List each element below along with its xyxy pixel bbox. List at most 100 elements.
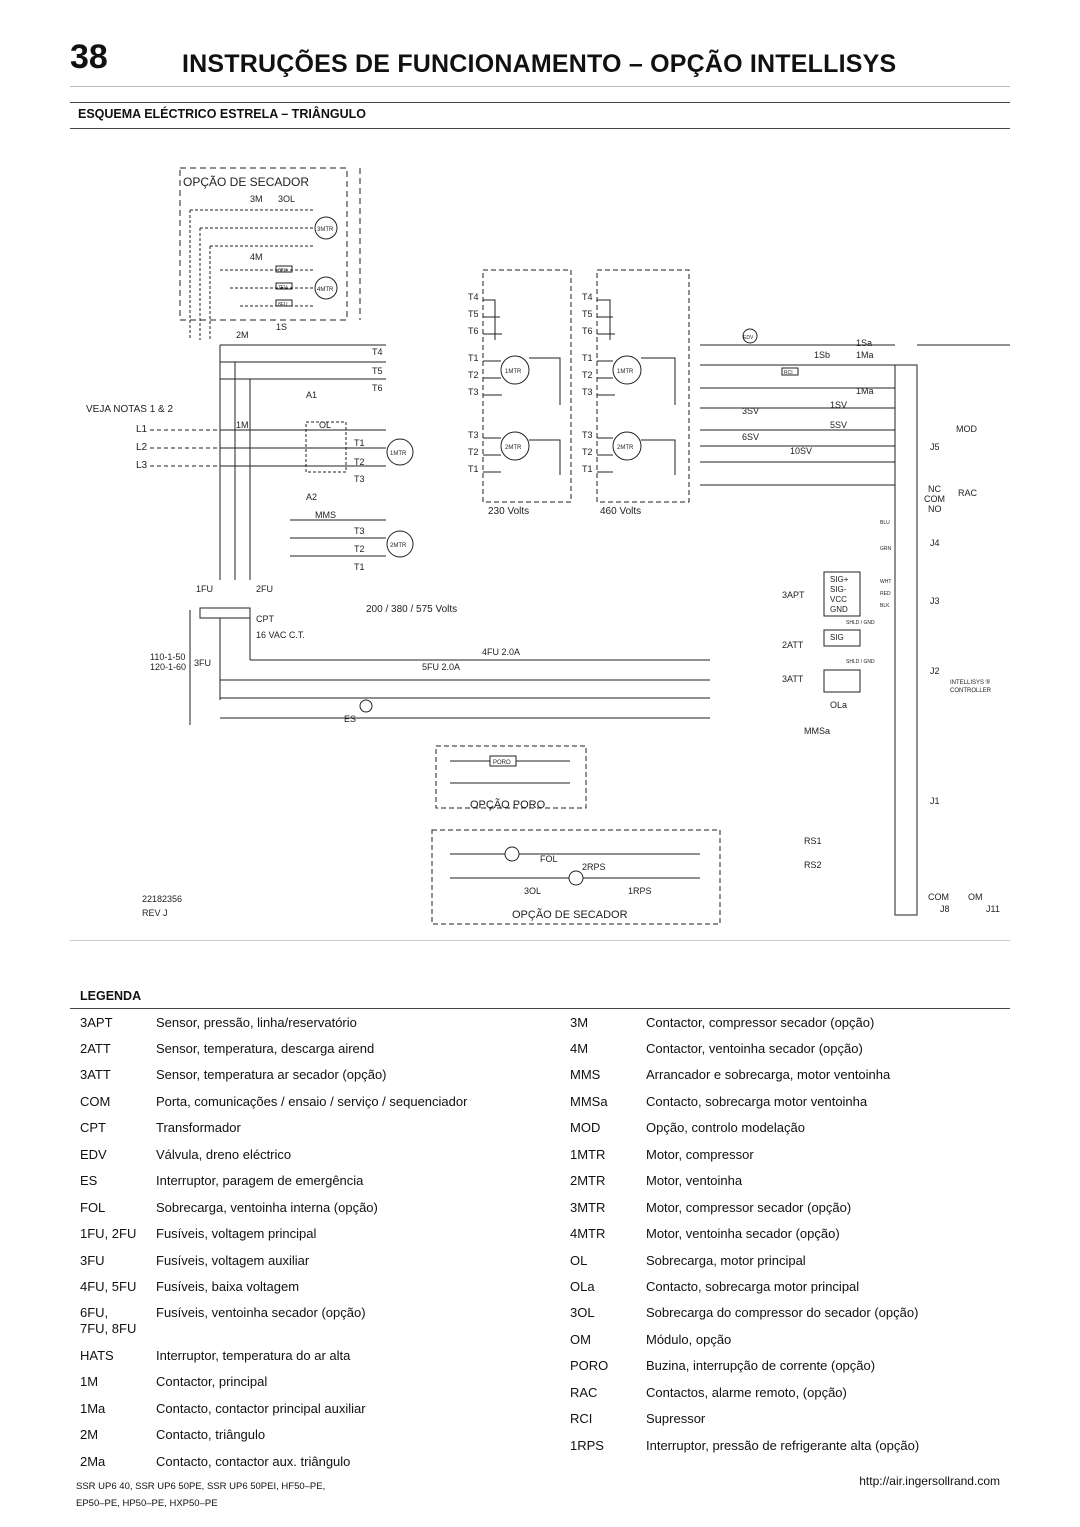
footer-models-line2: EP50–PE, HP50–PE, HXP50–PE bbox=[76, 1498, 218, 1509]
motor-2mtr-230 bbox=[500, 431, 530, 461]
fuse-8fu bbox=[275, 299, 293, 307]
legend-code: MMS bbox=[570, 1067, 601, 1082]
legend-code: 1Ma bbox=[80, 1401, 106, 1416]
page-title: INSTRUÇÕES DE FUNCIONAMENTO – OPÇÃO INTE… bbox=[182, 50, 897, 78]
label-l3: L3 bbox=[136, 460, 148, 471]
label-1ma: 1Ma bbox=[856, 350, 874, 360]
label-1sa: 1Sa bbox=[856, 338, 872, 348]
legend-desc: Módulo, opção bbox=[646, 1332, 732, 1347]
legend-desc: Contactor, compressor secador (opção) bbox=[646, 1015, 875, 1030]
legend-code: 3FU bbox=[80, 1253, 105, 1268]
legend-code: OL bbox=[570, 1253, 588, 1268]
legend-desc: Sensor, temperatura ar secador (opção) bbox=[156, 1067, 387, 1082]
legend-desc: Sensor, pressão, linha/reservatório bbox=[156, 1015, 357, 1030]
label-main-t4: T4 bbox=[372, 347, 383, 357]
label-t1-b: T1 bbox=[468, 464, 479, 474]
label-110: 110-1-50 bbox=[150, 652, 185, 662]
label-shld-b: SHLD / GND bbox=[846, 659, 875, 665]
label-ola: OLa bbox=[830, 700, 847, 710]
dryer-option-box-top bbox=[179, 167, 348, 321]
dryer-option-top-label: OPÇÃO DE SECADOR bbox=[183, 175, 309, 189]
label-t5-c: T5 bbox=[582, 309, 593, 319]
legend-heading: LEGENDA bbox=[80, 989, 142, 1003]
label-nc: NC bbox=[928, 484, 941, 494]
legend-desc: Sobrecarga do compressor do secador (opç… bbox=[646, 1305, 919, 1320]
legend-desc: Motor, compressor bbox=[646, 1147, 754, 1162]
legend-desc: Sobrecarga, motor principal bbox=[646, 1253, 806, 1268]
legend-code: 3ATT bbox=[80, 1067, 111, 1082]
label-t1-a: T1 bbox=[468, 353, 479, 363]
label-10sv: 10SV bbox=[790, 446, 812, 456]
label-mmsa: MMSa bbox=[804, 726, 830, 736]
label-sig-plus: SIG+ bbox=[830, 575, 849, 584]
transformer-cpt bbox=[199, 607, 251, 619]
legend-code: 3OL bbox=[570, 1305, 595, 1320]
label-t1-c: T1 bbox=[582, 353, 593, 363]
header-rule bbox=[70, 86, 1010, 87]
box-230-volts bbox=[482, 269, 572, 503]
label-main-t1: T1 bbox=[354, 438, 365, 448]
label-2fu: 2FU bbox=[256, 584, 273, 594]
poro-option-box bbox=[435, 745, 587, 809]
sensor-3att bbox=[823, 669, 861, 693]
label-controller-2: CONTROLLER bbox=[950, 688, 992, 694]
legend-code: 3APT bbox=[80, 1015, 113, 1030]
legend-desc: Contactor, ventoinha secador (opção) bbox=[646, 1041, 863, 1056]
label-shld-a: SHLD / GND bbox=[846, 620, 875, 626]
legend-code: 1RPS bbox=[570, 1438, 604, 1453]
label-120: 120-1-60 bbox=[150, 662, 186, 672]
footer-url[interactable]: http://air.ingersollrand.com bbox=[859, 1474, 1000, 1488]
label-2mtr-230: 2MTR bbox=[505, 445, 522, 451]
label-a2: A2 bbox=[306, 492, 317, 502]
label-drawing-no: 22182356 bbox=[142, 894, 182, 904]
label-3fu: 3FU bbox=[194, 658, 211, 668]
legend-desc: Motor, ventoinha secador (opção) bbox=[646, 1226, 840, 1241]
label-5sv: 5SV bbox=[830, 420, 847, 430]
legend-rule bbox=[70, 1008, 1010, 1009]
label-blu: BLU bbox=[880, 520, 890, 526]
label-3sv: 3SV bbox=[742, 406, 759, 416]
label-t1-d: T1 bbox=[582, 464, 593, 474]
label-t6-c: T6 bbox=[582, 326, 593, 336]
label-l1: L1 bbox=[136, 424, 148, 435]
section-title: ESQUEMA ELÉCTRICO ESTRELA – TRIÂNGULO bbox=[78, 107, 366, 121]
label-rci: RCI bbox=[784, 370, 793, 376]
label-t5-a: T5 bbox=[468, 309, 479, 319]
legend-code: COM bbox=[80, 1094, 111, 1109]
label-3m: 3M bbox=[250, 194, 263, 204]
label-t2-d: T2 bbox=[582, 447, 593, 457]
valve-edv bbox=[742, 328, 758, 344]
wiring-diagram: OPÇÃO DE SECADOR 3M 3OL 3MTR 4M 4MTR 6FU… bbox=[70, 140, 1010, 940]
label-rs1: RS1 bbox=[804, 836, 822, 846]
label-com: COM bbox=[928, 892, 949, 902]
label-mms: MMS bbox=[315, 510, 336, 520]
motor-1mtr-230 bbox=[500, 355, 530, 385]
label-l2: L2 bbox=[136, 442, 148, 453]
legend-code: RCI bbox=[570, 1411, 593, 1426]
label-mms-t3: T3 bbox=[354, 526, 365, 536]
legend-desc: Contacto, sobrecarga motor ventoinha bbox=[646, 1094, 868, 1109]
label-main-t5: T5 bbox=[372, 366, 383, 376]
label-rac: RAC bbox=[958, 488, 978, 498]
label-fol: FOL bbox=[540, 854, 558, 864]
label-1sv: 1SV bbox=[830, 400, 847, 410]
label-controller: INTELLISYS ® bbox=[950, 679, 991, 686]
label-see-notes: VEJA NOTAS 1 & 2 bbox=[86, 404, 174, 415]
legend-code: 4FU, 5FU bbox=[80, 1279, 137, 1294]
label-main-t2: T2 bbox=[354, 457, 365, 467]
legend-code: ES bbox=[80, 1173, 98, 1188]
legend-desc: Sobrecarga, ventoinha interna (opção) bbox=[156, 1200, 378, 1215]
legend-code: HATS bbox=[80, 1348, 114, 1363]
legend-code: 6FU, 7FU, 8FU bbox=[80, 1305, 137, 1336]
legend-desc: Porta, comunicações / ensaio / serviço /… bbox=[156, 1094, 468, 1109]
legend-desc: Contactor, principal bbox=[156, 1374, 268, 1389]
legend-code: 4MTR bbox=[570, 1226, 606, 1241]
label-t3-c: T3 bbox=[582, 387, 593, 397]
legend-code: 4M bbox=[570, 1041, 589, 1056]
legend-code: 2M bbox=[80, 1427, 99, 1442]
legend-desc: Arrancador e sobrecarga, motor ventoinha bbox=[646, 1067, 891, 1082]
label-1rps: 1RPS bbox=[628, 886, 652, 896]
label-3att: 3ATT bbox=[782, 674, 804, 684]
diagram-bottom-rule bbox=[70, 940, 1010, 941]
motor-1mtr bbox=[386, 438, 414, 466]
